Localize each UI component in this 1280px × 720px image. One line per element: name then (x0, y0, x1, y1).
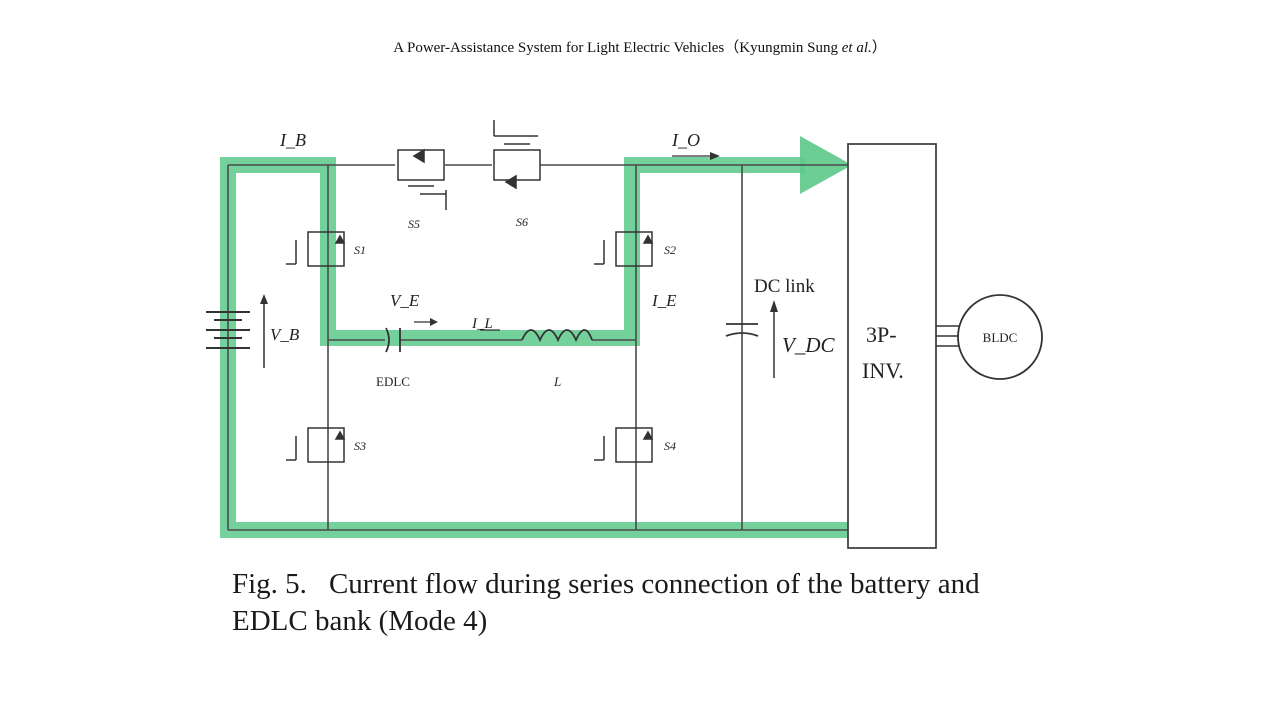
circuit-wires (227, 164, 848, 531)
bldc-motor (957, 294, 1043, 380)
switch-s6 (493, 120, 541, 190)
figure-caption: Fig. 5.Current flow during series connec… (232, 566, 1032, 640)
author-prefix: （Kyungmin Sung (724, 40, 842, 56)
current-path-band (220, 157, 848, 538)
switch-s3 (286, 427, 346, 463)
label-inverter-line2: INV. (862, 358, 904, 383)
edlc-voltage-arrow (414, 318, 438, 326)
label-switch-s5: S5 (408, 217, 420, 231)
figure-number: Fig. 5. (232, 568, 307, 600)
label-edlc-voltage: V_E (390, 291, 420, 310)
page-header: A Power-Assistance System for Light Elec… (0, 36, 1280, 57)
label-battery-voltage: V_B (270, 325, 300, 344)
label-switch-s3: S3 (354, 439, 366, 453)
author-et-al: et al. (841, 40, 872, 56)
label-edlc-current: I_E (651, 291, 677, 310)
label-switch-s2: S2 (664, 243, 676, 257)
switch-s2 (594, 231, 654, 267)
figure-caption-text: Current flow during series connection of… (232, 568, 980, 637)
author-suffix: ） (871, 40, 887, 56)
label-edlc: EDLC (376, 374, 410, 389)
label-inductor-current: I_L (471, 316, 493, 332)
paper-title: A Power-Assistance System for Light Elec… (393, 40, 725, 56)
label-output-current: I_O (671, 130, 700, 150)
label-dc-link: DC link (754, 276, 815, 297)
label-switch-s6: S6 (516, 215, 528, 229)
label-dc-voltage: V_DC (782, 333, 835, 357)
inductor-coil (521, 329, 593, 343)
dc-link-voltage-arrow (770, 300, 778, 378)
label-battery-current: I_B (279, 130, 306, 150)
output-current-arrow (672, 152, 720, 160)
switch-s4 (594, 427, 654, 463)
switch-s5 (397, 148, 447, 210)
label-switch-s4: S4 (664, 439, 676, 453)
switch-s1 (286, 231, 346, 267)
motor-connection (936, 325, 962, 347)
label-switch-s1: S1 (354, 243, 366, 257)
battery (206, 311, 250, 349)
battery-voltage-arrow (260, 294, 268, 368)
label-inductor: L (553, 374, 561, 389)
edlc-capacitor (385, 327, 401, 353)
label-inverter-line1: 3P- (866, 322, 897, 347)
inverter-box (847, 143, 937, 549)
current-flow-path (220, 136, 852, 538)
dc-link-capacitor (725, 323, 759, 337)
label-motor: BLDC (983, 330, 1018, 345)
